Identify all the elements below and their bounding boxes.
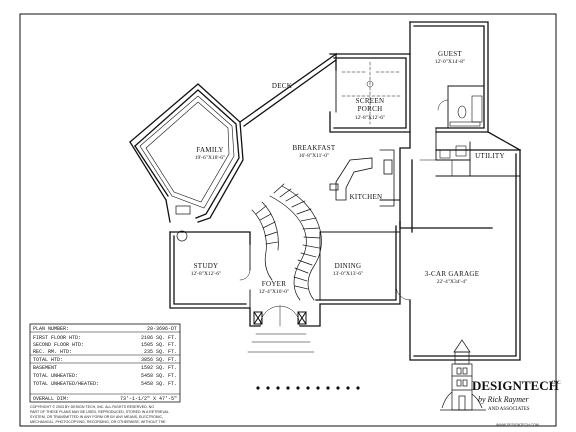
copyright-line: SYSTEM, OR TRANSMITTED IN ANY FORM OR BY…: [30, 415, 163, 419]
plan-data-table: PLAN NUMBER: 20-3696-DT FIRST FLOOR HTD: 21…: [29, 323, 181, 403]
binder-holes: [256, 386, 360, 390]
table-row-label: SECOND FLOOR HTD:: [33, 342, 84, 348]
kitchen-island: [329, 149, 395, 207]
room-label-guest: GUEST: [438, 50, 462, 58]
room-label-breakfast: BREAKFAST: [292, 144, 335, 152]
copyright-line: PART OF THESE PLANS MAY BE USED, REPRODU…: [30, 410, 169, 414]
copyright-line: MECHANICAL, PHOTOCOPYING, RECORDING, OR …: [30, 420, 166, 424]
logo-assoc: AND ASSOCIATES: [488, 407, 530, 412]
room-label-deck: DECK: [272, 82, 292, 90]
logo-by: by Rick Raymer: [478, 395, 530, 404]
room-label-garage: 3-CAR GARAGE: [425, 270, 480, 278]
table-row-label: REC. RM. HTD:: [33, 349, 72, 355]
table-row-value: 2106 SQ. FT.: [141, 335, 177, 341]
room-label-porch: PORCH: [358, 105, 383, 113]
room-label-dining: DINING: [335, 262, 362, 270]
room-label-utility: UTILITY: [475, 152, 505, 160]
table-row-label: TOTAL HTD:: [33, 357, 63, 363]
room-label-study: STUDY: [194, 262, 219, 270]
table-row-label: PLAN NUMBER:: [33, 326, 69, 332]
table-row-label: TOTAL UNHEATED/HEATED:: [33, 381, 99, 387]
page-border: [19, 13, 557, 427]
table-row-label: FIRST FLOOR HTD:: [33, 335, 81, 341]
room-label-screen: SCREEN: [356, 97, 385, 105]
door-swings: [239, 99, 449, 327]
table-row-label: BASEMENT: [33, 365, 57, 371]
table-row-value: 235 SQ. FT.: [144, 349, 177, 355]
tower-illustration: [440, 339, 486, 411]
room-dim-foyer: 12'-4"X10'-0": [259, 289, 290, 295]
front-steps: [247, 333, 315, 353]
table-row-value: 3856 SQ. FT.: [141, 357, 177, 363]
room-label-family: FAMILY: [196, 146, 223, 154]
table-row-label: TOTAL UNHEATED:: [33, 373, 78, 379]
fireplace: [175, 205, 191, 242]
guest-bath: [449, 95, 483, 127]
table-row-label: OVERALL DIM:: [33, 396, 69, 402]
table-row-value: 5458 SQ. FT.: [141, 373, 177, 379]
copyright-notice: COPYRIGHT © 2003 BY DESIGN TECH, INC. AL…: [30, 405, 169, 424]
table-row-value: 1505 SQ. FT.: [141, 342, 177, 348]
staircase: [251, 183, 322, 301]
table-row-value: 20-3696-DT: [147, 326, 177, 332]
copyright-line: COPYRIGHT © 2003 BY DESIGN TECH, INC. AL…: [30, 405, 154, 409]
family-ceiling-detail: [139, 95, 235, 209]
logo-url: WWW.DESIGNTECH.COM: [496, 423, 539, 427]
room-label-foyer: FOYER: [262, 280, 286, 288]
room-dim-dining: 13'-0"X13'-6": [333, 271, 364, 277]
room-dim-study: 12'-8"X12'-6": [191, 271, 222, 277]
room-dim-breakfast: 16'-8"X11'-0": [299, 153, 329, 159]
table-row-value: 5458 SQ. FT.: [141, 381, 177, 387]
room-dim-screen-porch: 12'-8"X12'-6": [355, 115, 386, 121]
designtech-logo: DESIGNTECH INC by Rick Raymer AND ASSOCI…: [440, 339, 561, 427]
porch-fixtures: [341, 61, 401, 125]
table-row-value: 73'-1-1/2" X 47'-5": [120, 396, 177, 402]
room-dim-garage: 22'-4"X34'-4": [437, 279, 468, 285]
porch-columns: [253, 311, 307, 325]
logo-name: DESIGNTECH: [472, 378, 559, 393]
utility-fixtures: [419, 145, 467, 177]
room-dim-guest: 12'-0"X14'-8": [435, 59, 466, 65]
room-dim-family: 19'-6"X18'-6": [195, 155, 226, 161]
room-label-kitchen: KITCHEN: [350, 193, 383, 201]
room-labels: DECK SCREEN PORCH 12'-8"X12'-6" GUEST 12…: [191, 50, 505, 295]
logo-inc: INC: [552, 381, 561, 386]
table-row-value: 1592 SQ. FT.: [141, 365, 177, 371]
